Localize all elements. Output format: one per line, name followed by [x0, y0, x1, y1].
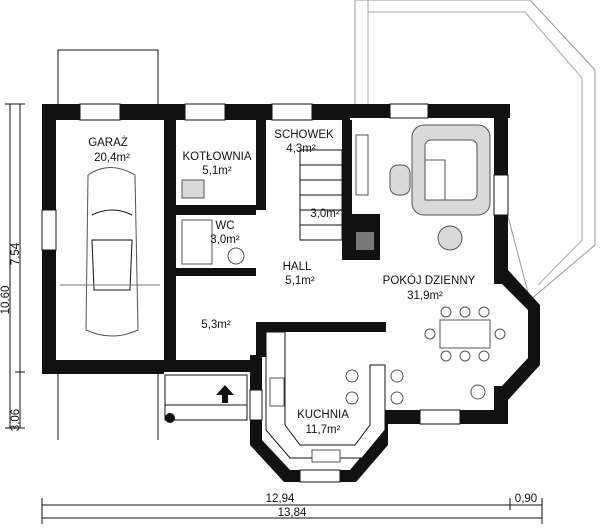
garage-area: 20,4m² — [94, 152, 130, 164]
dim-height-total: 10,60 — [0, 286, 12, 315]
shelf — [355, 134, 369, 196]
boiler-unit — [181, 179, 205, 199]
dining-table — [424, 306, 506, 362]
garage-name: GARAŻ — [88, 136, 128, 149]
dim-width-main: 12,94 — [266, 493, 295, 505]
kitchen-counters — [265, 331, 404, 463]
armchair — [389, 164, 411, 196]
living-area: 31,9m² — [407, 290, 443, 302]
wc-name: WC — [215, 220, 234, 232]
kitchen-name: KUCHNIA — [297, 409, 349, 421]
entrance-steps — [164, 374, 248, 423]
living-name: POKÓJ DZIENNY — [383, 274, 476, 287]
plant — [470, 384, 486, 400]
dim-height-upper: 7,54 — [10, 242, 22, 265]
dim-width-total: 13,84 — [278, 507, 307, 519]
wc-fixtures — [181, 219, 245, 265]
armchair-round — [437, 225, 463, 251]
driveway — [57, 49, 159, 440]
stairs — [299, 149, 343, 241]
dim-height-lower: 3,06 — [10, 409, 22, 431]
storage-name: SCHOWEK — [274, 129, 334, 141]
kitchen-area: 11,7m² — [306, 424, 341, 436]
wc-area: 3,0m² — [210, 234, 240, 246]
interior-walls — [164, 120, 386, 360]
windows — [41, 103, 509, 483]
hall-area: 5,1m² — [285, 275, 315, 287]
hall-name: HALL — [283, 261, 312, 273]
entrance-arrow-icon — [216, 385, 234, 403]
boiler-name: KOTŁOWNIA — [182, 151, 251, 163]
room-labels: GARAŻ 20,4m² KOTŁOWNIA 5,1m² SCHOWEK 4,3… — [88, 129, 475, 436]
vestibule-area: 5,3m² — [201, 319, 231, 331]
car-icon — [60, 167, 160, 337]
sofa — [411, 124, 491, 216]
boiler-area: 5,1m² — [202, 165, 232, 177]
storage-area: 4,3m² — [286, 143, 316, 155]
stairs-area: 3,0m² — [310, 208, 340, 220]
dim-width-bay: 0,90 — [515, 493, 537, 505]
dimension-lines — [5, 103, 543, 524]
